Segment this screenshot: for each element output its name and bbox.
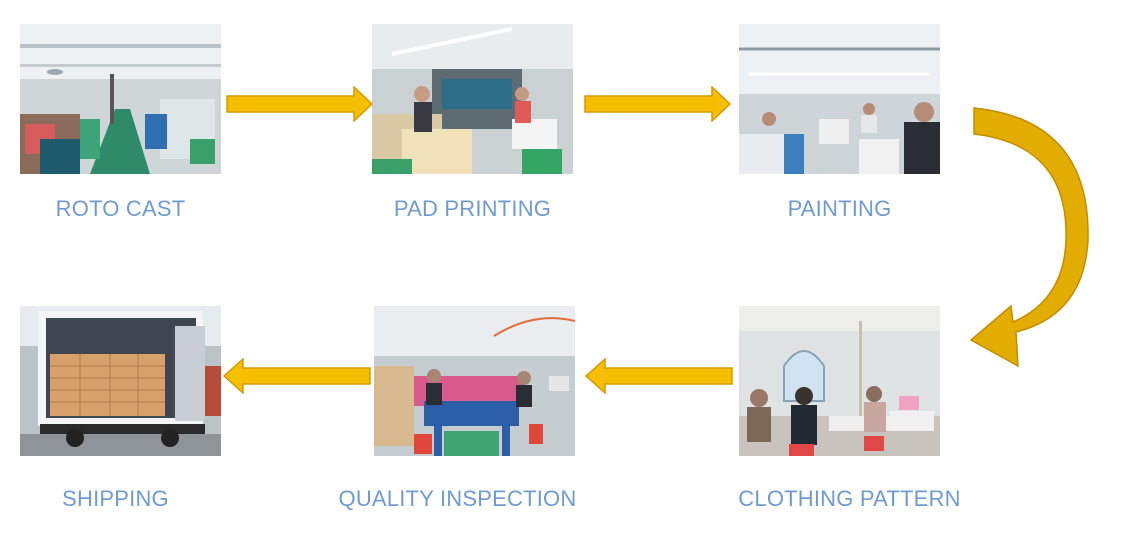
curved-arrow-down [966, 100, 1096, 375]
arrow-left-1 [584, 358, 734, 394]
clothing-pattern-photo [739, 306, 940, 456]
step-label-painting: PAINTING [739, 196, 940, 222]
step-label-pad-printing: PAD PRINTING [365, 196, 580, 222]
arrow-right-1 [226, 86, 374, 122]
painting-photo [739, 24, 940, 174]
pad-printing-photo [372, 24, 573, 174]
shipping-photo [20, 306, 221, 456]
step-label-quality-inspection: QUALITY INSPECTION [325, 486, 590, 512]
roto-cast-photo [20, 24, 221, 174]
step-label-clothing-pattern: CLOTHING PATTERN [722, 486, 977, 512]
step-label-shipping: SHIPPING [15, 486, 216, 512]
quality-inspection-photo [374, 306, 575, 456]
step-label-roto-cast: ROTO CAST [20, 196, 221, 222]
arrow-right-2 [584, 86, 732, 122]
arrow-left-2 [222, 358, 372, 394]
